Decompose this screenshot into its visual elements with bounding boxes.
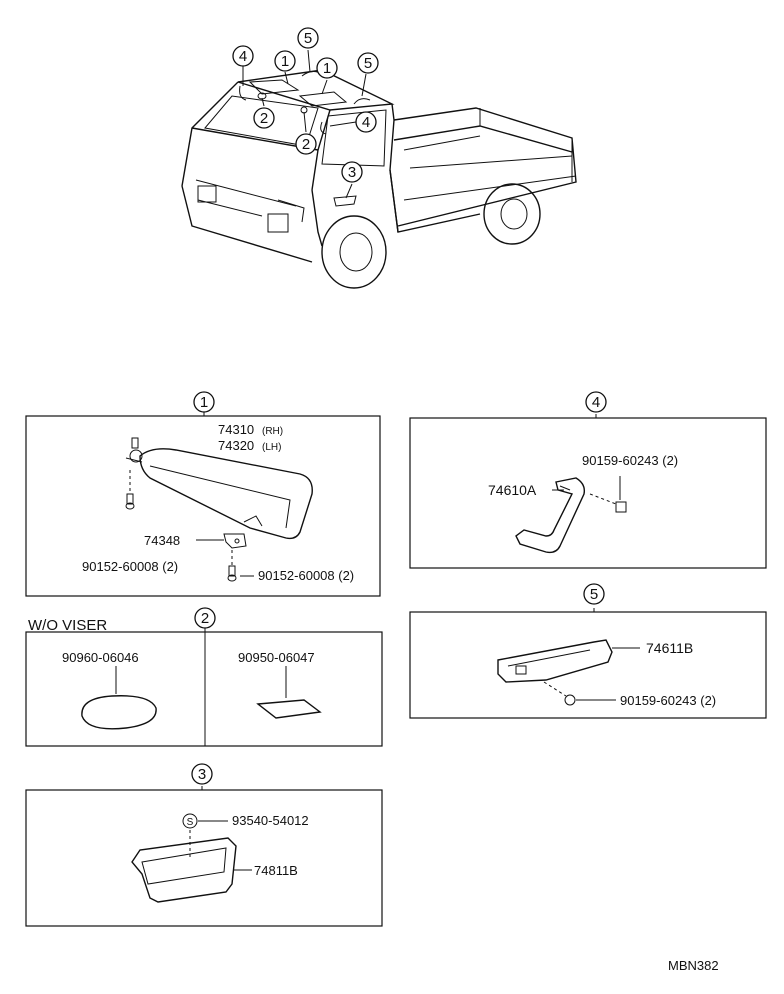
truck-callout-2-left: 2: [253, 107, 275, 129]
part-number-screw-left: 90152-60008 (2): [82, 559, 178, 574]
part-number-visor-lh: 74320: [218, 438, 254, 453]
drawing-code: MBN382: [668, 958, 719, 973]
truck-callout-4-right: 4: [355, 111, 377, 133]
assist-grip-a: [515, 477, 586, 554]
panel-3-callout: 3: [191, 763, 213, 785]
panel-2: W/O VISER 2 90960-06046 90950-06047: [25, 607, 383, 747]
callout-number: 2: [260, 110, 268, 127]
callout-number: 4: [239, 48, 247, 65]
part-number-grip-b-screw: 90159-60243 (2): [620, 693, 716, 708]
sun-visor: [139, 448, 313, 540]
panel-1: 1 74310 (RH) 74320: [25, 391, 381, 597]
panel-4-callout: 4: [585, 391, 607, 413]
visor-screw-left: [125, 470, 135, 510]
callout-number: 1: [323, 60, 331, 77]
panel-1-callout: 1: [193, 391, 215, 413]
side-label-lh: (LH): [262, 442, 281, 453]
part-number-tray: 74811B: [254, 863, 298, 878]
visor-holder-clip: [223, 533, 247, 549]
callout-number: 4: [362, 114, 370, 131]
truck-callout-1-right: 1: [316, 57, 338, 79]
grip-a-screw: [589, 493, 627, 513]
callout-number: 2: [302, 136, 310, 153]
truck-callout-5-top: 5: [297, 27, 319, 49]
part-number-clip: 93540-54012: [232, 813, 309, 828]
callout-number: 5: [590, 586, 598, 603]
panel-3: 3 S 93540-54012 74811B: [25, 763, 383, 927]
assist-grip-b: [497, 639, 613, 683]
callout-number: 1: [281, 53, 289, 70]
callout-number: 5: [364, 55, 372, 72]
panel-5-callout: 5: [583, 583, 605, 605]
callout-number: 5: [304, 30, 312, 47]
truck-callout-4-left: 4: [232, 45, 254, 67]
grip-b-screw: [543, 681, 576, 706]
panel-5: 5 74611B 90159-60243 (2): [409, 583, 767, 719]
side-label-rh: (RH): [262, 426, 283, 437]
visor-pivot-bracket: [125, 437, 143, 463]
truck-callout-1-left: 1: [274, 50, 296, 72]
rectangular-hole-plug: [256, 699, 322, 719]
part-number-grip-a-screw: 90159-60243 (2): [582, 453, 678, 468]
part-number-oval-plug: 90960-06046: [62, 650, 139, 665]
truck-illustration: [181, 49, 577, 289]
part-number-rect-plug: 90950-06047: [238, 650, 315, 665]
panel-2-title: W/O VISER: [28, 617, 107, 634]
truck-callout-2-center: 2: [295, 133, 317, 155]
panel-2-callout: 2: [194, 607, 216, 629]
storage-tray: [131, 837, 237, 903]
s-marker-letter: S: [187, 817, 194, 828]
oval-hole-plug: [81, 695, 157, 730]
callout-number: 2: [201, 610, 209, 627]
part-number-visor-rh: 74310: [218, 422, 254, 437]
part-number-holder: 74348: [144, 533, 180, 548]
truck-callout-5-right: 5: [357, 52, 379, 74]
visor-screw-bottom: [227, 550, 237, 582]
part-number-grip-b: 74611B: [646, 640, 693, 656]
callout-number: 4: [592, 394, 600, 411]
panel-4: 4 90159-60243 (2) 74610A: [409, 391, 767, 569]
part-number-screw-bottom: 90152-60008 (2): [258, 568, 354, 583]
s-marker: S: [182, 813, 198, 829]
callout-number: 3: [348, 164, 356, 181]
callout-number: 1: [200, 394, 208, 411]
part-number-grip-a: 74610A: [488, 482, 537, 498]
callout-number: 3: [198, 766, 206, 783]
truck-callout-3: 3: [341, 161, 363, 183]
